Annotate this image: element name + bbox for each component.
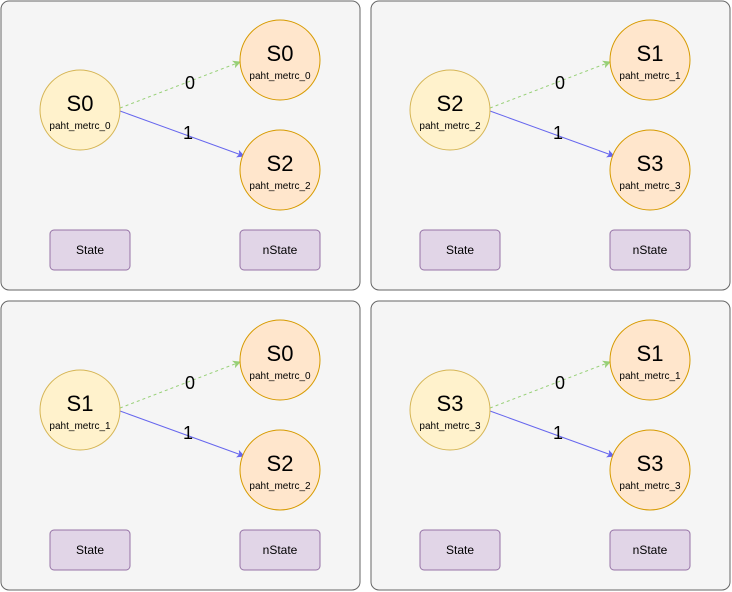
panel-s2: 0 1 S2 paht_metrc_2 S1 paht_metrc_1 S3 p… [370,0,731,291]
edge-1 [119,410,245,458]
state-box-label: State [446,243,474,257]
next-state-node-1 [609,129,691,211]
state-box [419,529,501,571]
state-box [419,229,501,271]
nstate-box [239,229,321,271]
next-state-0-metric: paht_metrc_0 [249,71,311,82]
edge-1 [119,110,245,158]
next-state-node-1 [239,429,321,511]
nstate-box [609,529,691,571]
state-node [409,69,491,151]
next-state-0-name: S1 [637,41,664,66]
state-box [49,229,131,271]
state-name: S0 [67,91,94,116]
state-name: S2 [437,91,464,116]
nstate-box-label: nState [633,543,668,557]
edge-1-label: 1 [183,423,193,443]
nstate-box [239,529,321,571]
next-state-0-name: S1 [637,341,664,366]
next-state-node-0 [239,19,321,101]
state-metric: paht_metrc_3 [419,421,481,432]
next-state-1-name: S3 [637,151,664,176]
edge-1 [489,110,615,158]
next-state-0-metric: paht_metrc_1 [619,71,681,82]
next-state-node-0 [239,319,321,401]
edge-1 [489,410,615,458]
nstate-box-label: nState [633,243,668,257]
next-state-node-0 [609,19,691,101]
state-box [49,529,131,571]
next-state-1-metric: paht_metrc_3 [619,181,681,192]
next-state-1-metric: paht_metrc_2 [249,181,311,192]
nstate-box-label: nState [263,243,298,257]
next-state-0-metric: paht_metrc_1 [619,371,681,382]
state-node [39,69,121,151]
state-metric: paht_metrc_2 [419,121,481,132]
state-box-label: State [76,543,104,557]
panel-s0: 0 1 S0 paht_metrc_0 S0 paht_metrc_0 S2 p… [0,0,361,291]
state-name: S3 [437,391,464,416]
edge-0-label: 0 [185,73,195,93]
next-state-1-name: S3 [637,451,664,476]
nstate-box [609,229,691,271]
edge-1-label: 1 [553,123,563,143]
edge-0-label: 0 [185,373,195,393]
edge-0-label: 0 [555,73,565,93]
next-state-node-1 [239,129,321,211]
next-state-1-metric: paht_metrc_3 [619,481,681,492]
nstate-box-label: nState [263,543,298,557]
next-state-0-metric: paht_metrc_0 [249,371,311,382]
next-state-0-name: S0 [267,41,294,66]
edge-1-label: 1 [183,123,193,143]
next-state-1-metric: paht_metrc_2 [249,481,311,492]
next-state-1-name: S2 [267,151,294,176]
state-box-label: State [446,543,474,557]
next-state-node-1 [609,429,691,511]
next-state-1-name: S2 [267,451,294,476]
state-node [409,369,491,451]
next-state-node-0 [609,319,691,401]
state-metric: paht_metrc_1 [49,421,111,432]
edge-0-label: 0 [555,373,565,393]
next-state-0-name: S0 [267,341,294,366]
state-metric: paht_metrc_0 [49,121,111,132]
state-name: S1 [67,391,94,416]
panel-s3: 0 1 S3 paht_metrc_3 S1 paht_metrc_1 S3 p… [370,300,731,591]
panel-s1: 0 1 S1 paht_metrc_1 S0 paht_metrc_0 S2 p… [0,300,361,591]
state-box-label: State [76,243,104,257]
edge-1-label: 1 [553,423,563,443]
state-node [39,369,121,451]
